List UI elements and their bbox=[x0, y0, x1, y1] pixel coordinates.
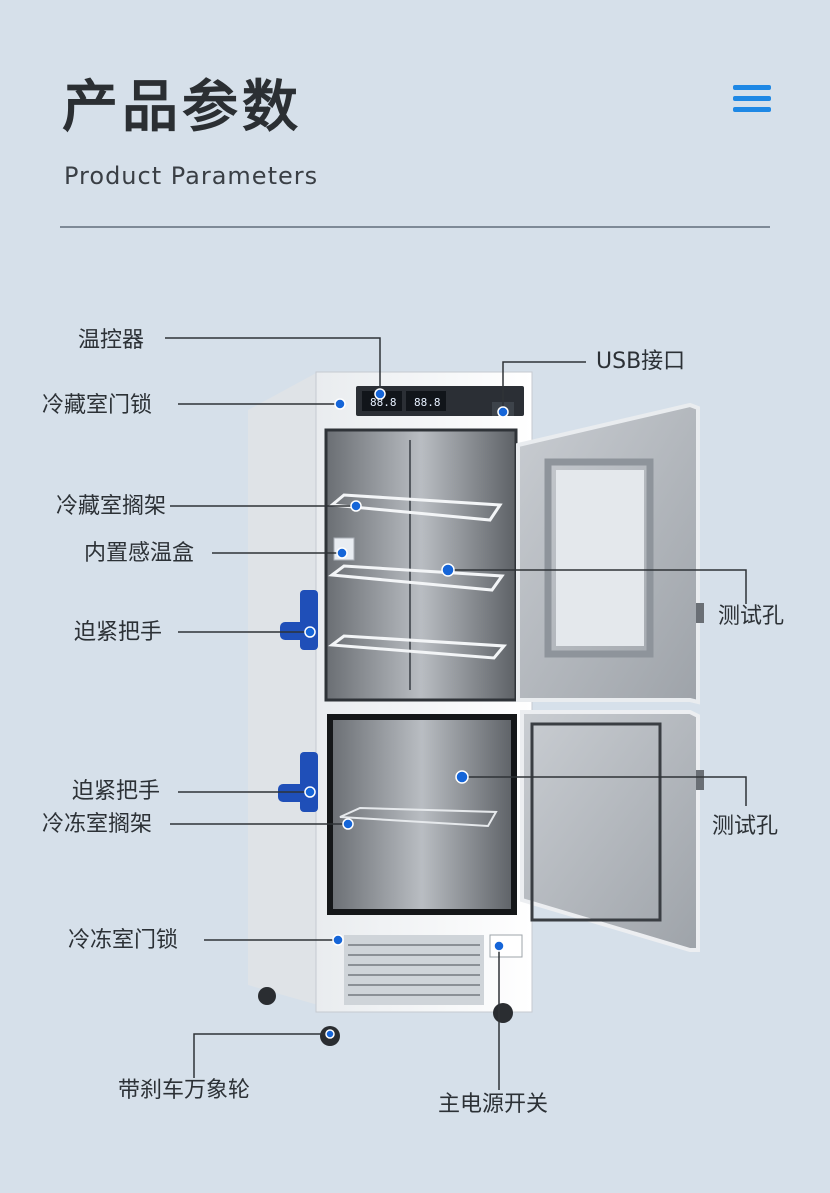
label-casters: 带刹车万象轮 bbox=[118, 1078, 251, 1103]
handle-bottom bbox=[278, 752, 318, 812]
fridge-shelves bbox=[327, 493, 508, 660]
label-freezer-shelf: 冷冻室搁架 bbox=[42, 812, 153, 837]
label-test-hole-top: 测试孔 bbox=[718, 604, 785, 629]
menu-icon[interactable] bbox=[733, 85, 771, 117]
label-clamp-handle-top: 迫紧把手 bbox=[74, 620, 163, 645]
display-right: 88.8 bbox=[414, 396, 441, 409]
cabinet-side bbox=[248, 372, 318, 1005]
header-divider bbox=[60, 226, 770, 228]
label-fridge-shelf: 冷藏室搁架 bbox=[56, 494, 167, 519]
label-thermostat: 温控器 bbox=[78, 328, 145, 353]
display-left: 88.8 bbox=[370, 396, 397, 409]
label-sensor-box: 内置感温盒 bbox=[84, 541, 195, 566]
label-fridge-door-lock: 冷藏室门锁 bbox=[42, 393, 153, 418]
freezer-door bbox=[520, 710, 700, 952]
label-clamp-handle-bottom: 迫紧把手 bbox=[72, 779, 161, 804]
freezer-chamber bbox=[327, 714, 517, 915]
callout-lines bbox=[165, 337, 747, 1090]
caster-wheels bbox=[258, 987, 513, 1046]
fridge-chamber bbox=[324, 428, 518, 702]
label-power-switch: 主电源开关 bbox=[438, 1092, 549, 1117]
vent-grille bbox=[344, 935, 484, 1005]
label-test-hole-bottom: 测试孔 bbox=[712, 814, 779, 839]
page-title: 产品参数 bbox=[62, 75, 302, 140]
page-subtitle: Product Parameters bbox=[64, 162, 319, 190]
label-usb-port: USB接口 bbox=[596, 349, 686, 374]
callout-dots bbox=[304, 388, 509, 1039]
label-freezer-door-lock: 冷冻室门锁 bbox=[68, 928, 179, 953]
